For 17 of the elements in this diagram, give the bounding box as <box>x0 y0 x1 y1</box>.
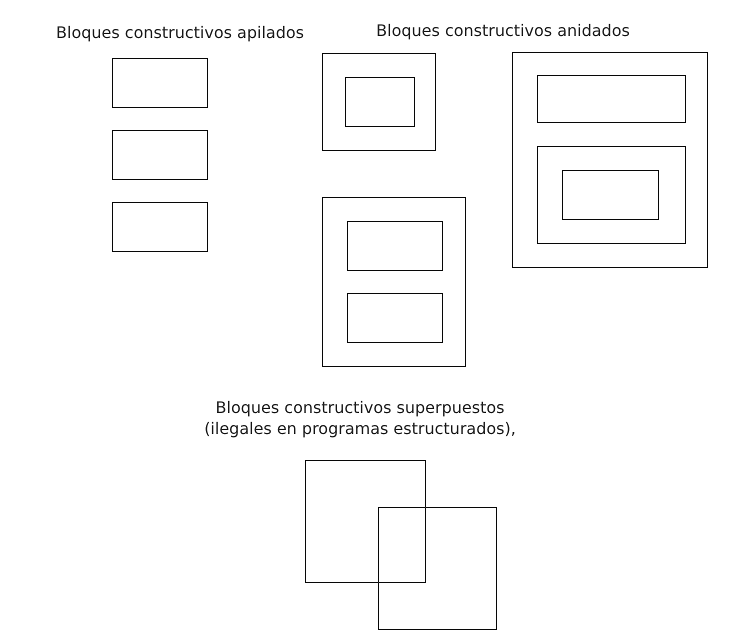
group-caption: Bloques constructivos anidados <box>375 20 631 41</box>
block-rectangle <box>562 170 659 220</box>
block-rectangle <box>322 197 466 367</box>
block-rectangle <box>347 221 443 271</box>
block-rectangle <box>112 130 208 180</box>
block-rectangle <box>345 77 415 127</box>
group-caption: Bloques constructivos superpuestos (ilegales en programas estructurados), <box>203 397 517 439</box>
block-rectangle <box>112 58 208 108</box>
block-rectangle <box>537 146 686 244</box>
block-rectangle <box>112 202 208 252</box>
block-rectangle <box>378 507 497 630</box>
block-rectangle <box>537 75 686 123</box>
block-rectangle <box>347 293 443 343</box>
block-rectangle <box>512 52 708 268</box>
group-caption: Bloques constructivos apilados <box>55 22 305 43</box>
block-rectangle <box>305 460 426 583</box>
block-rectangle <box>322 53 436 151</box>
